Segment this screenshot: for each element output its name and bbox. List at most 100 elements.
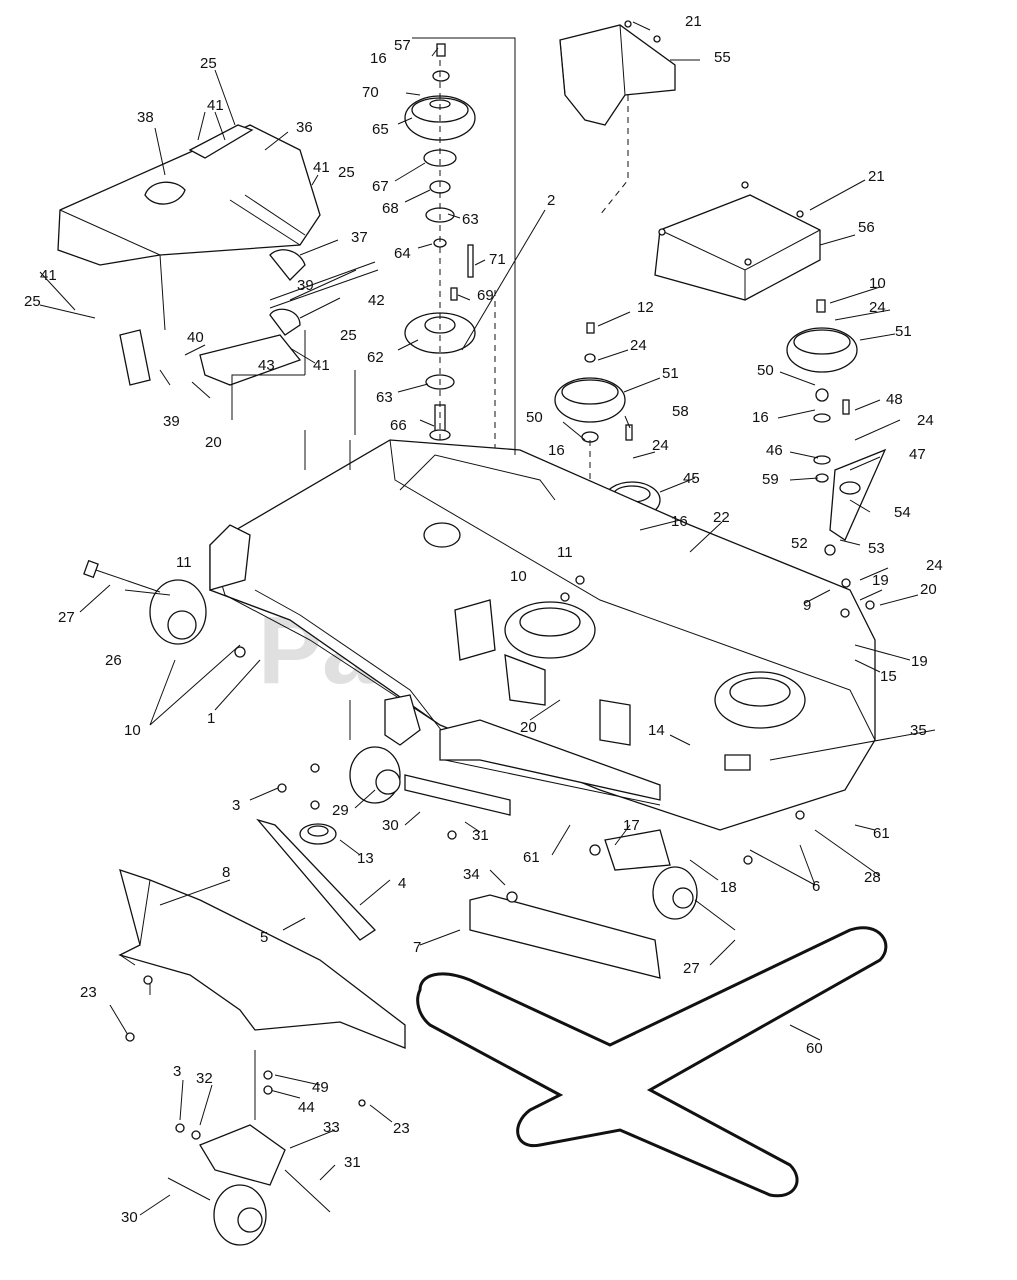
callout-16-c: 16	[548, 442, 565, 459]
callout-46: 46	[766, 442, 783, 459]
callout-51: 51	[662, 365, 679, 382]
gauge-wheel-bottom	[167, 1124, 331, 1246]
callout-10-right: 10	[869, 275, 886, 292]
callout-21-right: 21	[868, 168, 885, 185]
callout-11-left: 11	[176, 554, 192, 571]
callout-42: 42	[368, 292, 385, 309]
callout-15: 15	[880, 668, 897, 685]
callout-61: 61	[523, 849, 540, 866]
callout-17: 17	[623, 817, 640, 834]
discharge-chute	[118, 869, 406, 1049]
callout-4: 4	[398, 875, 406, 892]
callout-25-c: 25	[24, 293, 41, 310]
callout-23-bottom: 23	[393, 1120, 410, 1137]
spindle-stack	[404, 43, 496, 520]
callout-54: 54	[894, 504, 911, 521]
callout-61-right: 61	[873, 825, 890, 842]
callout-30: 30	[382, 817, 399, 834]
callout-70: 70	[362, 84, 379, 101]
deck-belt	[416, 926, 888, 1198]
callout-16-e: 16	[752, 409, 769, 426]
callout-38: 38	[137, 109, 154, 126]
callout-49: 49	[312, 1079, 329, 1096]
spindle-cover-55	[559, 24, 676, 216]
callout-50-right: 50	[757, 362, 774, 379]
callout-21: 21	[685, 13, 702, 30]
callout-36: 36	[296, 119, 313, 136]
callout-23: 23	[80, 984, 97, 1001]
callout-24-d: 24	[917, 412, 934, 429]
callout-34: 34	[463, 866, 480, 883]
callout-10-left: 10	[124, 722, 141, 739]
callout-29: 29	[332, 802, 349, 819]
deck-housing	[209, 439, 876, 831]
callout-68: 68	[382, 200, 399, 217]
callout-51-right: 51	[895, 323, 912, 340]
callout-19-b: 19	[911, 653, 928, 670]
callout-27: 27	[58, 609, 75, 626]
callout-25-d: 25	[340, 327, 357, 344]
callout-12: 12	[637, 299, 654, 316]
callout-30-bottom: 30	[121, 1209, 138, 1226]
callout-16: 16	[370, 50, 387, 67]
callout-19: 19	[872, 572, 889, 589]
callout-8: 8	[222, 864, 230, 881]
callout-7: 7	[413, 939, 421, 956]
gauge-wheel-26	[83, 559, 207, 645]
callout-41: 41	[207, 97, 224, 114]
callout-57: 57	[394, 37, 411, 54]
callout-52: 52	[791, 535, 808, 552]
callout-3-bottom: 3	[173, 1063, 181, 1080]
callout-9: 9	[803, 597, 811, 614]
callout-24-c: 24	[869, 299, 886, 316]
callout-20-right: 20	[920, 581, 937, 598]
callout-25-b: 25	[338, 164, 355, 181]
stiffener-bar	[469, 894, 661, 979]
callout-27-right: 27	[683, 960, 700, 977]
callout-39-b: 39	[163, 413, 180, 430]
callout-6: 6	[812, 878, 820, 895]
callout-67: 67	[372, 178, 389, 195]
callout-3: 3	[232, 797, 240, 814]
callout-24-e: 24	[926, 557, 943, 574]
callout-60: 60	[806, 1040, 823, 1057]
callout-24-b: 24	[652, 437, 669, 454]
front-rail	[384, 694, 661, 801]
callout-41-d: 41	[313, 357, 330, 374]
callout-20: 20	[205, 434, 222, 451]
callout-59: 59	[762, 471, 779, 488]
callout-62: 62	[367, 349, 384, 366]
belt-shield-left	[57, 124, 321, 331]
callout-5: 5	[260, 929, 268, 946]
callout-35: 35	[910, 722, 927, 739]
callout-10: 10	[510, 568, 527, 585]
callout-71: 71	[489, 251, 506, 268]
callout-16-d: 16	[671, 513, 688, 530]
callout-24: 24	[630, 337, 647, 354]
spindle-cover-56	[654, 194, 821, 301]
callout-55: 55	[714, 49, 731, 66]
callout-58: 58	[672, 403, 689, 420]
callout-41-c: 41	[40, 267, 57, 284]
shield-bracket	[119, 329, 302, 386]
callout-26: 26	[105, 652, 122, 669]
callout-69: 69	[477, 287, 494, 304]
hardware	[125, 20, 875, 1140]
callout-31-bottom: 31	[344, 1154, 361, 1171]
callout-31: 31	[472, 827, 489, 844]
callout-45: 45	[683, 470, 700, 487]
callout-22: 22	[713, 509, 730, 526]
callout-20-center: 20	[520, 719, 537, 736]
blade	[256, 818, 377, 941]
callout-14: 14	[648, 722, 665, 739]
callout-65: 65	[372, 121, 389, 138]
gauge-wheel-rear-right	[604, 829, 736, 931]
callout-64: 64	[394, 245, 411, 262]
right-pulley-stack	[786, 299, 887, 541]
callout-33: 33	[323, 1119, 340, 1136]
callout-44: 44	[298, 1099, 315, 1116]
callout-11: 11	[557, 544, 573, 561]
callout-37: 37	[351, 229, 368, 246]
callout-66: 66	[390, 417, 407, 434]
